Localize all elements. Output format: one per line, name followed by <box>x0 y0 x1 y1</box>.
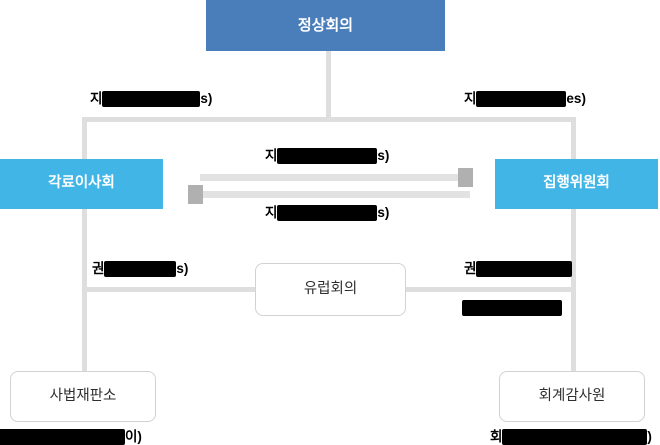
edge-label-arrow-bottom-suffix: s) <box>377 205 390 220</box>
edge-label-arrow-top-prefix: 지 <box>265 148 278 163</box>
edge-label-summit-to-council-suffix: s) <box>200 91 213 106</box>
edge-label-council-to-assembly-prefix: 권 <box>92 261 105 276</box>
edge-label-arrow-top-redaction <box>277 148 378 165</box>
edge-label-summit-to-council: 지 s) <box>90 90 213 108</box>
edge-label-executive-to-assembly-prefix: 권 <box>464 261 477 276</box>
connector-to-council-of-ministers <box>82 117 87 161</box>
connector-summit-down <box>326 50 331 119</box>
caption-court-of-auditors-suffix: ) <box>647 429 652 444</box>
edge-label-arrow-bottom-redaction <box>277 205 378 222</box>
edge-label-arrow-top: 지 s) <box>265 147 390 165</box>
connector-to-executive-committee <box>571 117 576 161</box>
caption-court-of-auditors-redaction <box>502 429 648 445</box>
edge-label-summit-to-executive: 지 es) <box>464 90 586 108</box>
node-court-of-justice[interactable]: 사법재판소 <box>10 371 156 422</box>
node-court-of-justice-label: 사법재판소 <box>49 387 117 404</box>
node-executive-committee[interactable]: 집행위원회 <box>495 159 658 209</box>
arrow-shaft-bottom <box>196 191 470 198</box>
edge-label-executive-secondary <box>462 299 562 317</box>
connector-executive-to-assembly <box>403 287 575 292</box>
edge-label-summit-to-executive-suffix: es) <box>566 91 586 106</box>
edge-label-executive-secondary-redaction <box>462 300 562 317</box>
edge-label-arrow-bottom-prefix: 지 <box>265 205 278 220</box>
arrow-shaft-top <box>200 174 462 181</box>
edge-label-council-to-assembly: 권 s) <box>92 260 189 278</box>
edge-label-summit-to-council-redaction <box>102 91 201 108</box>
edge-label-summit-to-executive-redaction <box>476 91 567 108</box>
node-council-of-ministers-label: 각료이사회 <box>48 175 115 192</box>
edge-label-executive-to-assembly-redaction <box>476 261 573 278</box>
caption-court-of-justice-redaction <box>0 429 125 445</box>
node-european-assembly-label: 유럽회의 <box>303 280 358 297</box>
edge-label-executive-to-assembly: 권 <box>464 260 573 278</box>
edge-label-arrow-bottom: 지 s) <box>265 204 390 222</box>
node-summit[interactable]: 정상회의 <box>206 0 445 51</box>
caption-court-of-justice-suffix: 이) <box>125 429 142 444</box>
edge-label-summit-to-executive-prefix: 지 <box>464 91 477 106</box>
arrow-head-right-icon <box>458 168 473 187</box>
node-european-assembly[interactable]: 유럽회의 <box>255 263 406 316</box>
connector-council-to-assembly <box>82 287 258 292</box>
node-court-of-auditors-label: 회계감사원 <box>538 387 606 404</box>
node-summit-label: 정상회의 <box>297 16 354 34</box>
caption-court-of-justice: 이) <box>0 428 142 445</box>
caption-court-of-auditors-prefix: 회 <box>490 429 503 444</box>
node-court-of-auditors[interactable]: 회계감사원 <box>499 371 645 422</box>
connector-summit-split-bar <box>82 117 576 122</box>
edge-label-summit-to-council-prefix: 지 <box>90 91 103 106</box>
arrow-head-left-icon <box>188 185 203 204</box>
edge-label-council-to-assembly-redaction <box>104 261 177 278</box>
caption-court-of-auditors: 회) <box>490 428 652 445</box>
node-council-of-ministers[interactable]: 각료이사회 <box>0 159 163 209</box>
edge-label-arrow-top-suffix: s) <box>377 148 390 163</box>
node-executive-committee-label: 집행위원회 <box>543 175 610 192</box>
edge-label-council-to-assembly-suffix: s) <box>176 261 189 276</box>
